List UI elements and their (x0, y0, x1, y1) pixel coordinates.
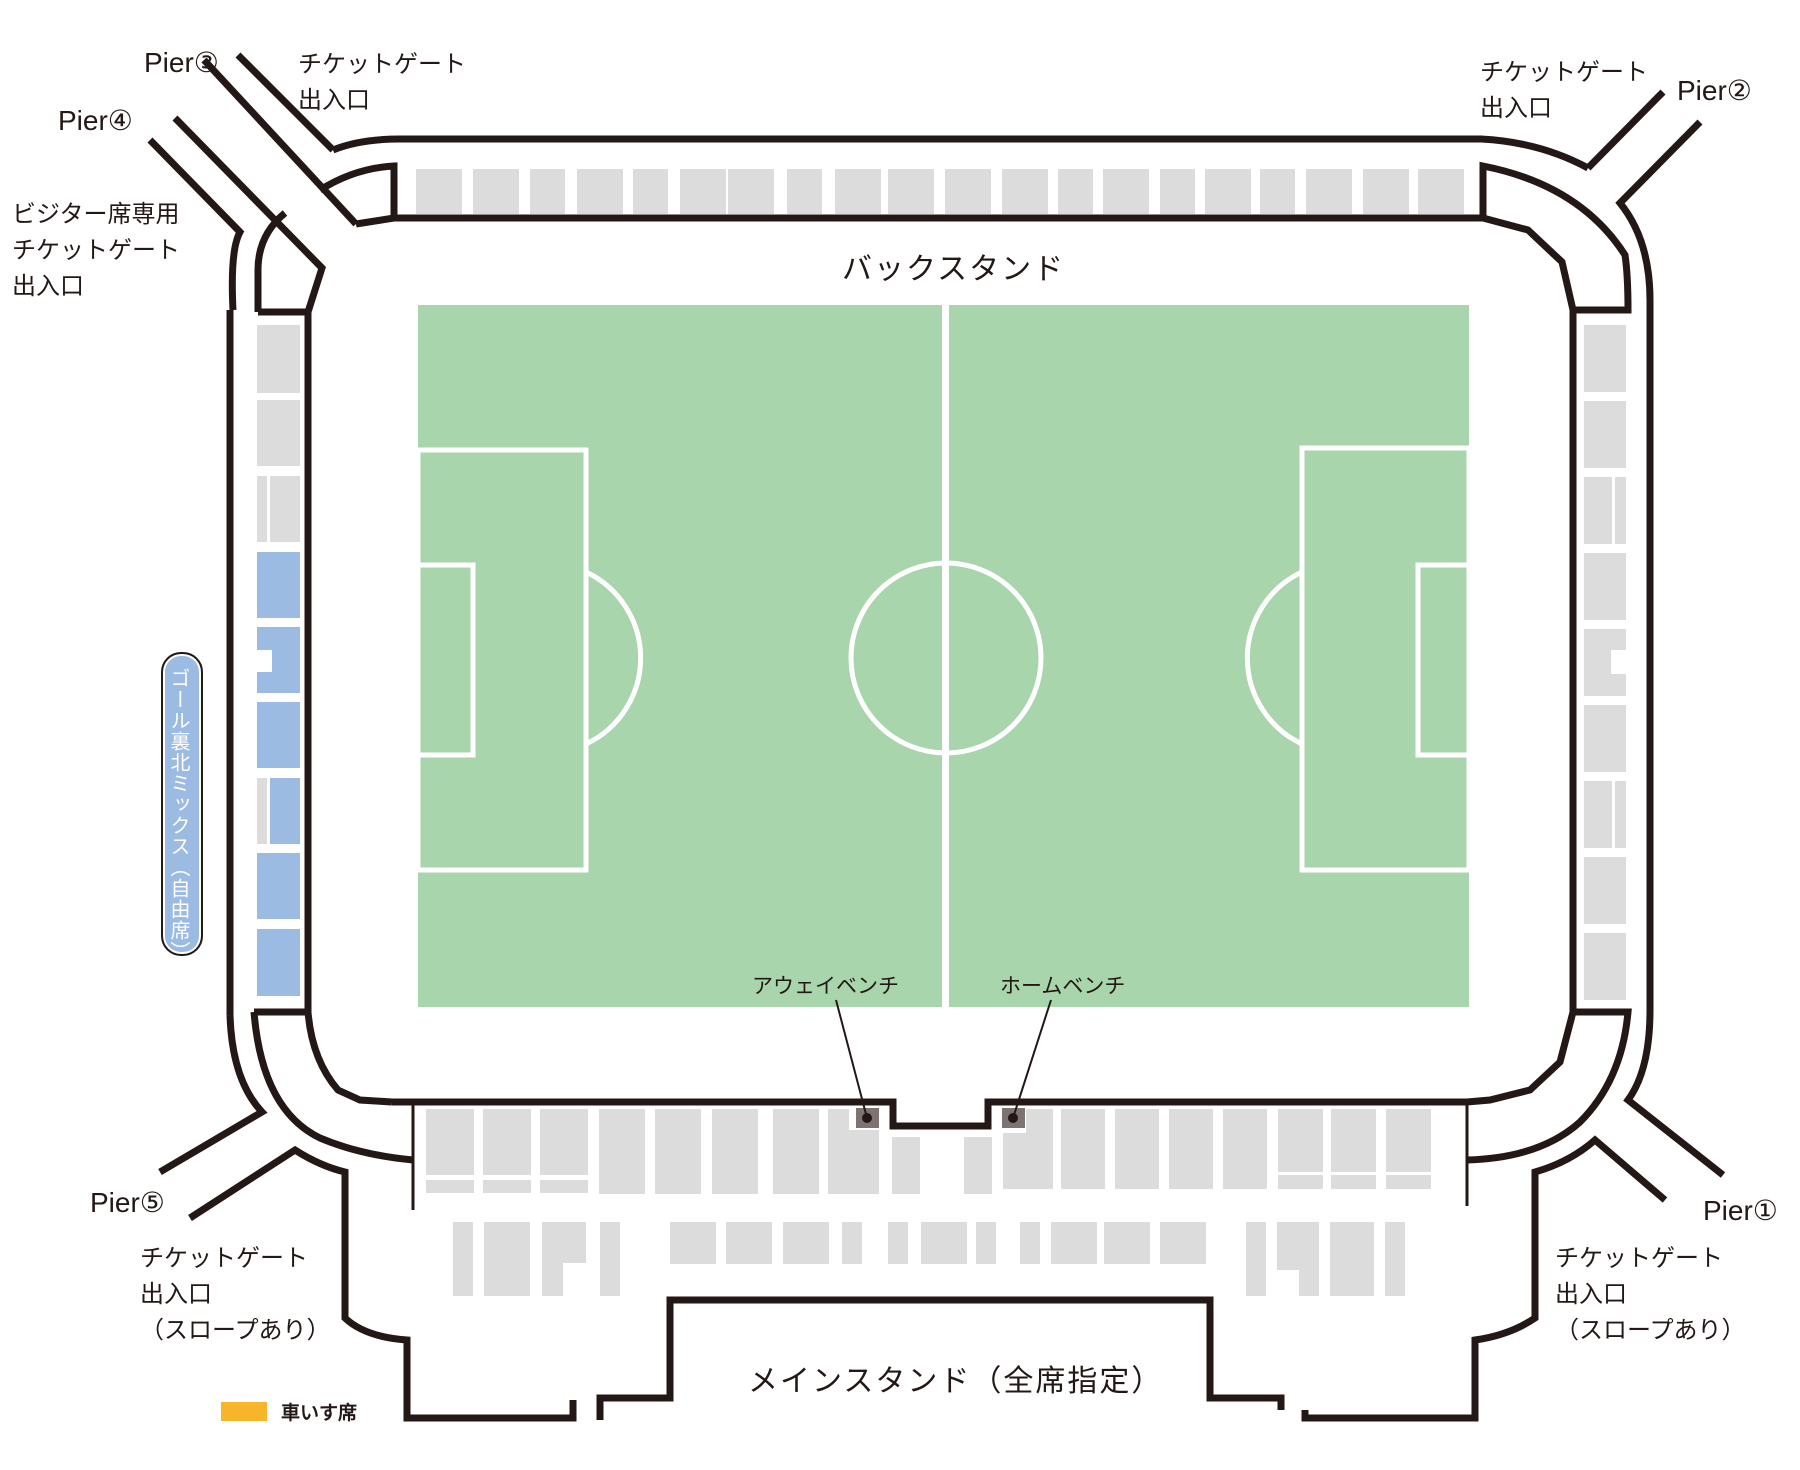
pitch (415, 305, 1472, 1007)
north-goal-mix-zone-label: ゴール裏北ミックス（自由席） (161, 652, 203, 962)
north-goal-seats (257, 325, 300, 996)
north-goal-mix-zone-text: ゴール裏北ミックス（自由席） (167, 668, 191, 962)
pier3-label: Pier③ (144, 47, 219, 78)
back-stand-seats (416, 169, 1464, 214)
main-stand-label: メインスタンド（全席指定） (748, 1364, 1164, 1399)
visitor-gate-label: ビジター席専用 チケットゲート 出入口 (12, 200, 180, 300)
main-stand-upper-seats (426, 1109, 1431, 1194)
pier5-label: Pier⑤ (90, 1187, 165, 1218)
pier5-gate-label: チケットゲート 出入口 （スロープあり） (140, 1244, 331, 1344)
legend: 車いす席 (221, 1398, 357, 1425)
away-bench-marker (835, 999, 879, 1128)
away-bench-label: アウェイベンチ (752, 974, 899, 998)
center-circle (848, 560, 1044, 756)
wheelchair-legend-label: 車いす席 (281, 1402, 358, 1424)
stadium-outline (147, 52, 1726, 1422)
pier1-label: Pier① (1703, 1195, 1778, 1226)
south-goal-seats (1584, 325, 1626, 1000)
pier2-label: Pier② (1677, 75, 1752, 106)
pier1-gate-label: チケットゲート 出入口 （スロープあり） (1555, 1244, 1746, 1344)
home-bench-marker (1002, 999, 1052, 1128)
main-stand-lower-seats (453, 1222, 1405, 1296)
pier3-gate-label: チケットゲート 出入口 (298, 50, 466, 114)
wheelchair-swatch (221, 1402, 267, 1421)
pier2-gate-label: チケットゲート 出入口 (1480, 58, 1648, 122)
back-stand-label: バックスタンド (842, 252, 1066, 287)
pier4-label: Pier④ (58, 105, 133, 136)
home-bench-label: ホームベンチ (1000, 974, 1126, 998)
